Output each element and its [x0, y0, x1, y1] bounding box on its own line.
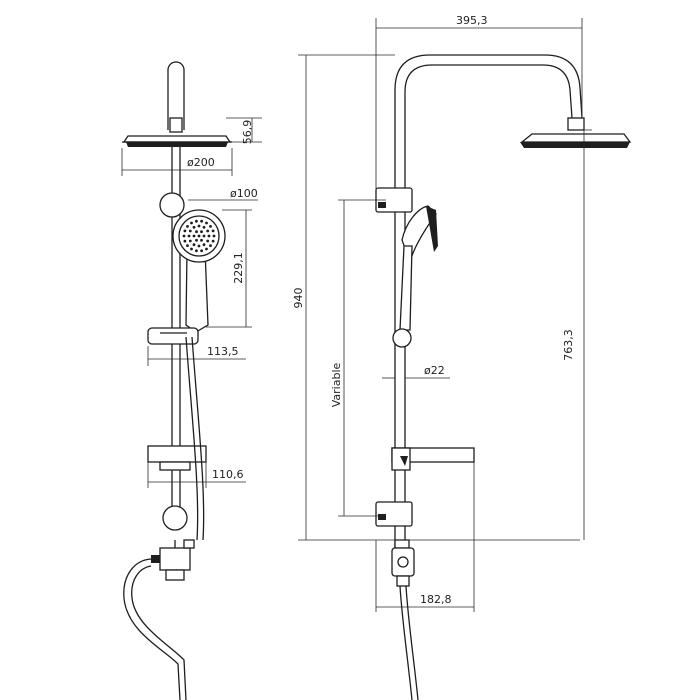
nozzle-dot	[190, 247, 193, 251]
dim-slider-offset: 113,5	[147, 345, 246, 366]
nozzle-dot	[205, 247, 208, 251]
label-handshower-length: 229,1	[232, 252, 245, 284]
nozzle-dot	[188, 229, 192, 233]
nozzle-dot	[211, 239, 215, 243]
label-arm-reach: 395,3	[456, 14, 488, 27]
label-pipe-diameter: ø22	[424, 364, 445, 377]
nozzle-dot	[195, 219, 198, 223]
nozzle-dot	[186, 225, 189, 228]
rail-bracket-ball-bottom	[162, 505, 188, 531]
dim-showerhead-diameter: ø200	[121, 148, 233, 176]
label-variable: Variable	[330, 363, 343, 408]
front-slider	[147, 327, 199, 345]
label-soap-dish-offset: 110,6	[212, 468, 244, 481]
front-hose	[123, 336, 205, 700]
dim-soap-dish-offset: 110,6	[147, 462, 246, 488]
dim-arm-reach: 395,3	[375, 14, 583, 190]
nozzle-dot	[206, 229, 210, 233]
nozzle-dot	[188, 239, 192, 243]
label-total-height: 940	[292, 288, 305, 309]
label-slider-offset: 113,5	[207, 345, 239, 358]
nozzle-dot	[197, 234, 201, 238]
label-wall-offset: 182,8	[420, 593, 452, 606]
nozzle-dot	[192, 225, 196, 229]
nozzle-dot	[212, 234, 216, 238]
side-hand-shower	[399, 205, 438, 331]
dim-pipe-diameter: ø22	[382, 364, 450, 379]
front-soap-dish	[147, 445, 207, 471]
nozzle-dot	[190, 221, 193, 225]
nozzle-dot	[200, 230, 203, 234]
nozzle-dot	[200, 238, 203, 242]
rain-shower-head	[122, 135, 232, 147]
nozzle-dot	[197, 244, 201, 248]
nozzle-dot	[200, 219, 204, 223]
nozzle-dot	[202, 225, 206, 229]
dim-wall-offset: 182,8	[375, 462, 475, 612]
nozzle-dot	[202, 234, 206, 238]
nozzle-dot	[187, 234, 191, 238]
nozzle-dot	[207, 234, 211, 238]
rail-bracket-ball-top	[159, 192, 185, 218]
nozzle-dot	[195, 249, 198, 253]
side-slider-ball	[392, 328, 412, 348]
nozzle-dot	[209, 244, 212, 248]
label-handshower-diameter: ø100	[230, 187, 258, 200]
front-view: 56,9 ø200 ø100 229,1 113,5	[121, 61, 262, 700]
side-rain-head	[520, 133, 632, 148]
label-showerhead-diameter: ø200	[187, 156, 215, 169]
side-bottom-bracket	[375, 501, 413, 527]
side-view: 395,3 940 Variable ø22 763,3	[292, 14, 632, 700]
dim-rail-height: 763,3	[562, 129, 592, 540]
nozzle-dot	[197, 224, 201, 228]
side-hose	[399, 585, 419, 700]
nozzle-dot	[183, 229, 187, 233]
nozzle-dot	[192, 243, 196, 247]
hand-shower	[172, 209, 226, 333]
label-rail-height: 763,3	[562, 329, 575, 361]
nozzle-dot	[186, 244, 189, 248]
dim-handshower-length: 229,1	[206, 209, 252, 328]
dim-showerhead-height: 56,9	[226, 117, 262, 145]
dim-handshower-diameter: ø100	[188, 187, 258, 201]
front-diverter-valve	[151, 539, 195, 581]
side-arm	[394, 54, 585, 175]
nozzle-dot	[183, 239, 187, 243]
label-showerhead-height: 56,9	[241, 120, 254, 145]
side-soap-dish	[391, 447, 475, 471]
nozzle-dot	[182, 234, 186, 238]
nozzle-dot	[195, 230, 198, 234]
nozzle-dot	[195, 238, 198, 242]
nozzle-dot	[202, 243, 206, 247]
front-arm-pipe	[167, 61, 185, 133]
nozzle-dot	[206, 239, 210, 243]
nozzle-dot	[209, 225, 212, 228]
nozzle-dot	[192, 234, 196, 238]
dim-total-height: 940	[292, 54, 580, 541]
nozzle-dot	[211, 229, 215, 233]
side-diverter	[391, 539, 415, 587]
nozzle-dot	[200, 249, 204, 253]
nozzle-dot	[205, 221, 208, 225]
dim-variable: Variable	[330, 199, 386, 517]
